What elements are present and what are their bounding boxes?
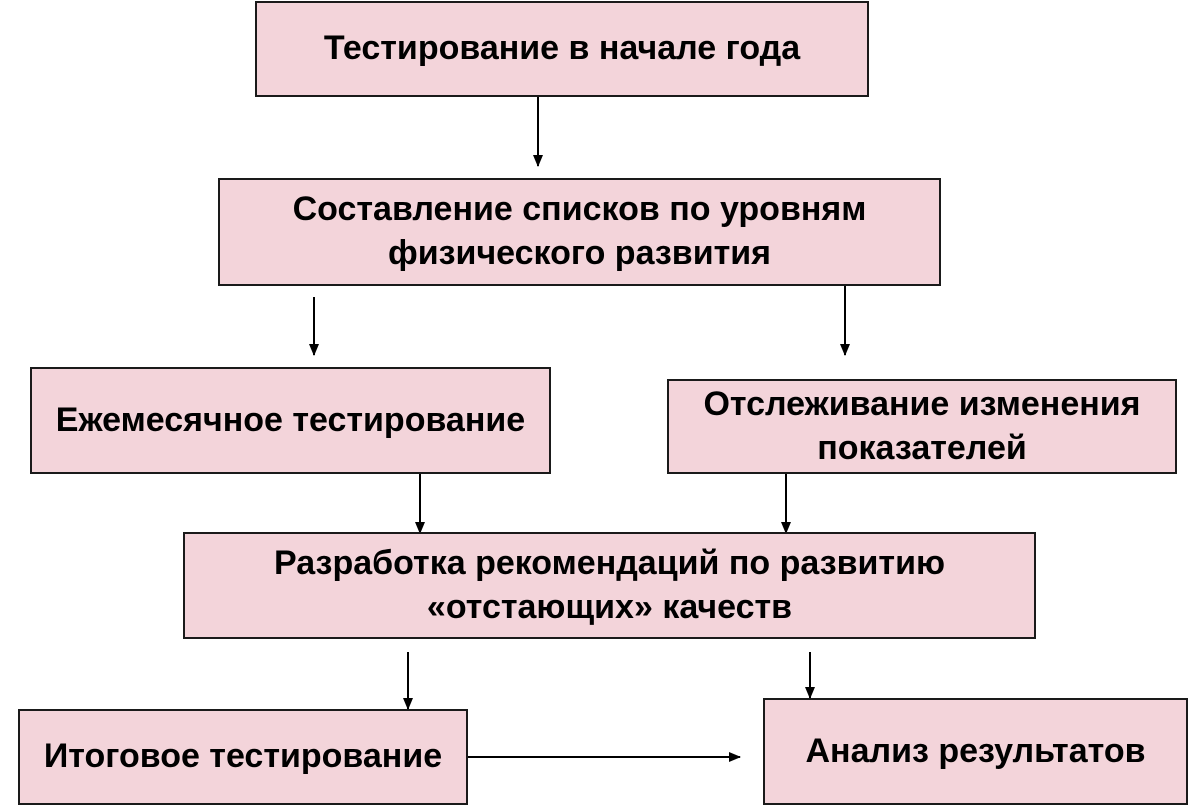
node-monthly-testing: Ежемесячное тестирование [30, 367, 551, 474]
node-tracking-changes: Отслеживание изменения показателей [667, 379, 1177, 474]
node-final-testing: Итоговое тестирование [18, 709, 468, 805]
node-start-testing-label: Тестирование в начале года [323, 29, 801, 68]
node-compile-lists: Составление списков по уровням физическо… [218, 178, 941, 286]
node-final-testing-label: Итоговое тестирование [43, 737, 443, 776]
node-recommendations-label: Разработка рекомендаций по развитию «отс… [273, 543, 946, 626]
node-compile-lists-label: Составление списков по уровням физическо… [292, 190, 867, 272]
node-monthly-testing-label: Ежемесячное тестирование [55, 400, 526, 439]
node-recommendations: Разработка рекомендаций по развитию «отс… [183, 532, 1036, 639]
node-results-analysis-label: Анализ результатов [805, 731, 1146, 770]
node-results-analysis: Анализ результатов [763, 698, 1188, 805]
node-start-testing: Тестирование в начале года [255, 1, 869, 97]
node-tracking-changes-label: Отслеживание изменения показателей [703, 384, 1141, 467]
